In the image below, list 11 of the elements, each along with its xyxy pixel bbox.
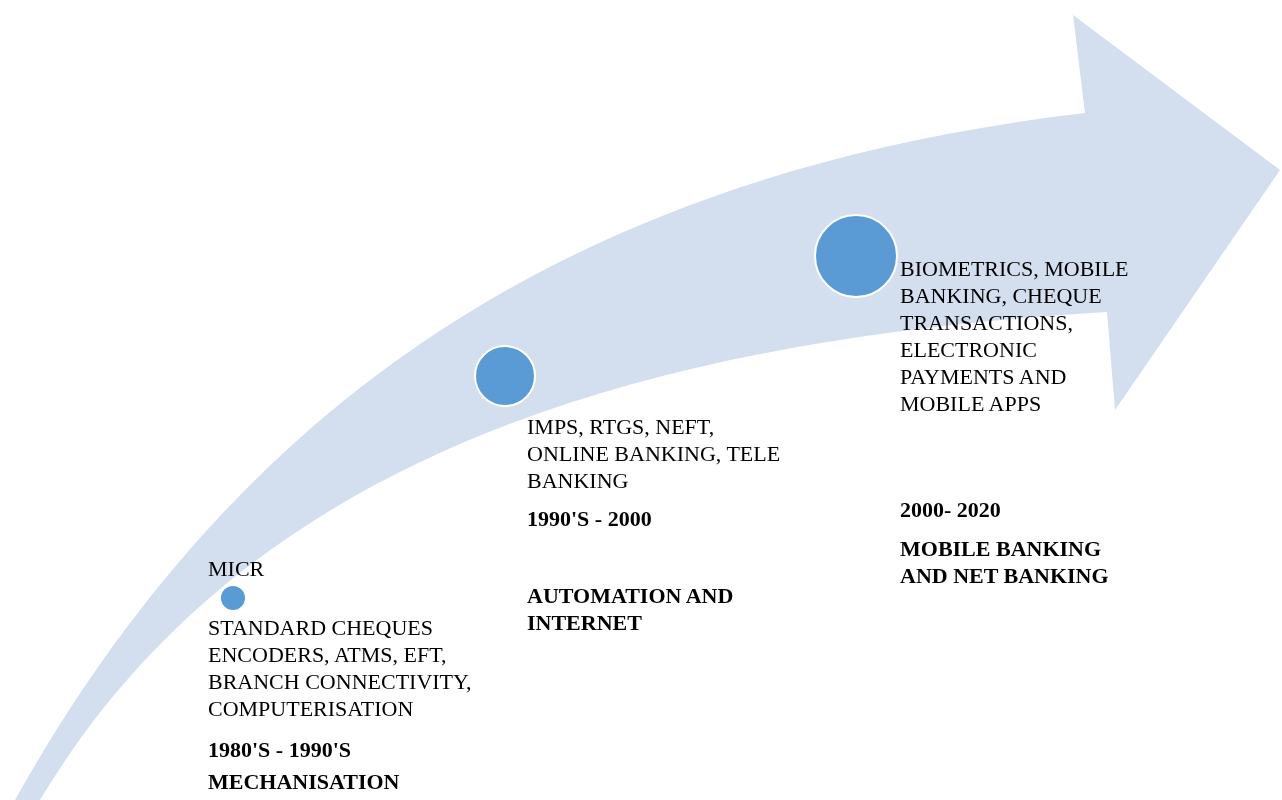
milestone-text: MICR bbox=[208, 555, 266, 582]
period-heading: 1980'S - 1990'S bbox=[208, 736, 353, 763]
milestone-text: BIOMETRICS, MOBILE BANKING, CHEQUE TRANSACTIONS, ELECTRONIC PAYMENTS AND MOBILE APPS bbox=[900, 255, 1130, 417]
period-heading: 1990'S - 2000 bbox=[527, 505, 653, 532]
milestone-text: STANDARD CHEQUES ENCODERS, ATMS, EFT, BRANCH CONNECTIVITY, COMPUTERISATION bbox=[208, 614, 473, 722]
period-heading: 2000- 2020 bbox=[900, 496, 1002, 523]
period-heading: AUTOMATION AND INTERNET bbox=[527, 582, 735, 636]
milestone-text: IMPS, RTGS, NEFT, ONLINE BANKING, TELE BANKING bbox=[527, 413, 782, 494]
period-heading: MOBILE BANKING AND NET BANKING bbox=[900, 535, 1110, 589]
period-heading: MECHANISATION bbox=[208, 768, 401, 795]
circle-marker bbox=[219, 584, 247, 612]
